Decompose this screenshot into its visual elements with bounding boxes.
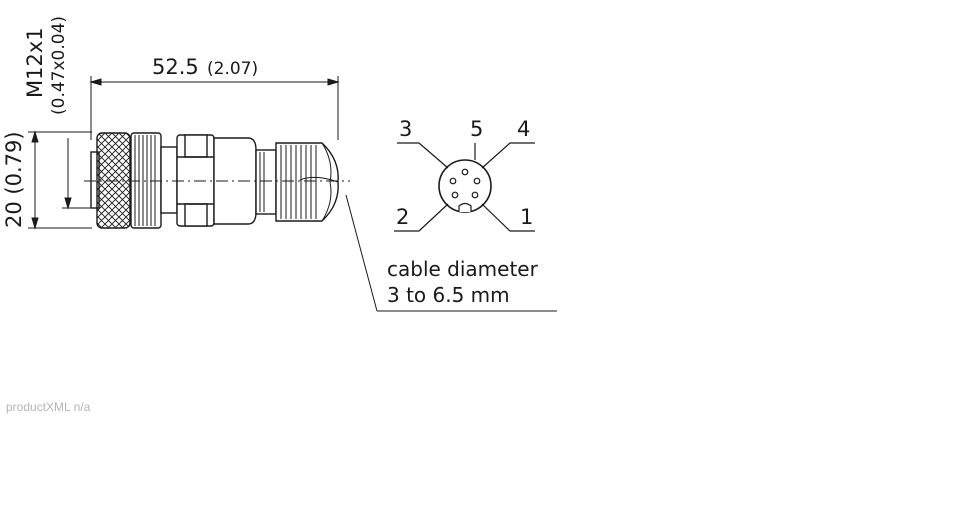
pinout-diagram [394, 142, 535, 232]
length-inch-label: (2.07) [207, 59, 258, 79]
cable-note-line2: 3 to 6.5 mm [387, 283, 510, 307]
pin-circle-3 [449, 177, 457, 185]
cable-leader [345, 194, 557, 312]
pin-label-2: 2 [396, 205, 409, 229]
pin-circle-4 [473, 177, 481, 185]
thread-label: M12x1 [23, 27, 47, 98]
footer-note: productXML n/a [6, 400, 91, 414]
pin-label-3: 3 [399, 117, 412, 141]
thread-inch-label: (0.47x0.04) [49, 16, 69, 115]
pin-circle-2 [451, 191, 459, 199]
length-dimension [89, 76, 340, 140]
pin-circle-5 [461, 168, 469, 176]
height-dimension [28, 130, 92, 230]
pin-label-1: 1 [520, 205, 533, 229]
connector-body [90, 132, 339, 229]
length-value-label: 52.5 [152, 55, 199, 79]
pin-circle-1 [471, 191, 479, 199]
pin-label-5: 5 [470, 117, 483, 141]
thread-leader [62, 138, 92, 210]
height-label: 20 (0.79) [2, 131, 26, 228]
cable-note-line1: cable diameter [387, 257, 539, 281]
pin-label-4: 4 [517, 117, 530, 141]
